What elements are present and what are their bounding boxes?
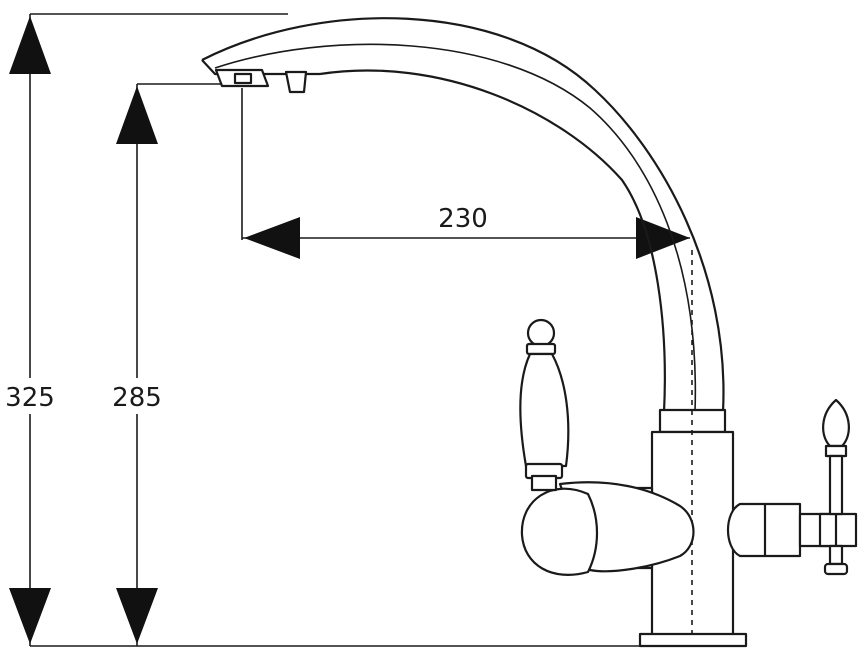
filter-handle-tip xyxy=(823,562,849,576)
arrow-down-285 xyxy=(116,588,158,644)
label-mask-325 xyxy=(2,378,58,414)
filter-valve-handle[interactable] xyxy=(822,398,850,576)
dimension-label-325: 325 xyxy=(5,383,55,413)
arrow-down-325 xyxy=(9,588,51,644)
lever-stem xyxy=(530,474,558,492)
filter-handle-stem-lower xyxy=(828,544,844,566)
dimension-spout-reach: 230 xyxy=(241,88,690,259)
spout-underside xyxy=(201,59,320,76)
arrow-left-230 xyxy=(244,217,300,259)
mixer-ball xyxy=(520,487,599,576)
lever-ring-top xyxy=(525,342,557,356)
spout-inner-edge xyxy=(319,69,666,413)
arrow-up-325 xyxy=(9,16,51,74)
faucet xyxy=(201,17,858,648)
filter-handle-finial xyxy=(822,398,850,448)
spout-inner-contour xyxy=(214,43,697,413)
outlet-aerator xyxy=(233,72,253,85)
dimension-total-height: 325 xyxy=(2,13,640,647)
lever-grip xyxy=(519,352,570,468)
lever-knob-top xyxy=(526,318,556,348)
spout-outer-edge xyxy=(201,17,725,413)
arrow-up-285 xyxy=(116,86,158,144)
filter-handle-collar xyxy=(824,444,848,458)
dimension-spout-height: 285 xyxy=(106,83,236,646)
label-mask-285 xyxy=(106,378,168,414)
dimension-label-230: 230 xyxy=(438,204,488,234)
filter-valve-hub xyxy=(818,512,838,548)
mixer-lever-handle[interactable] xyxy=(519,318,570,492)
filter-handle-stem-upper xyxy=(828,454,844,516)
base-plate xyxy=(638,632,748,648)
spout-outlet-filtered xyxy=(284,70,308,94)
dimension-label-285: 285 xyxy=(112,383,162,413)
arrow-right-230 xyxy=(636,217,690,259)
